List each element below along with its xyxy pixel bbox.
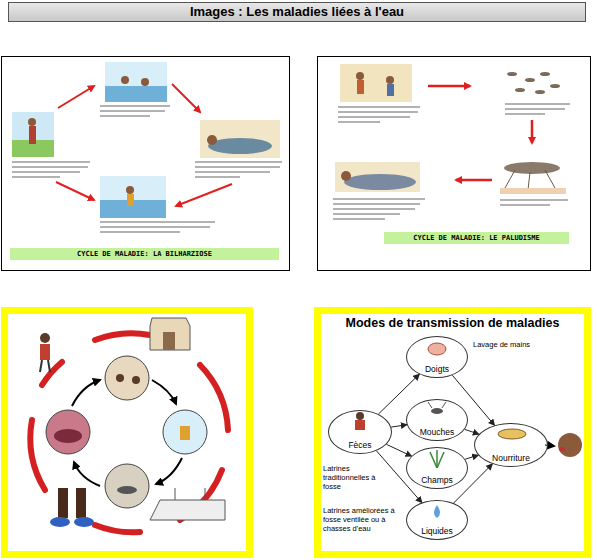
node-label: Champs bbox=[407, 475, 467, 485]
panel-title: Modes de transmission de maladies bbox=[321, 316, 584, 330]
diagram-panel: Modes de transmission de maladiesFèces Do… bbox=[314, 307, 591, 558]
transmission-arrow bbox=[465, 429, 479, 434]
vector-circle: Mouches bbox=[406, 399, 468, 441]
transmission-arrow bbox=[379, 374, 420, 414]
title-bar: Images : Les maladies liées à l'eau bbox=[8, 2, 586, 22]
transmission-arrow bbox=[391, 425, 407, 427]
caption-text: CYCLE DE MALADIE: LE PALUDISME bbox=[413, 234, 539, 242]
transmission-arrow bbox=[377, 451, 422, 503]
vector-circle: Liquides bbox=[406, 500, 468, 540]
node-label: Fèces bbox=[329, 440, 391, 450]
vector-circle: Fèces bbox=[328, 410, 392, 454]
transmission-arrow bbox=[465, 455, 478, 459]
note-label: Latrines améliorées à fosse ventilée ou … bbox=[323, 506, 403, 533]
vector-circle: Doigts bbox=[406, 336, 468, 378]
node-label: Doigts bbox=[407, 364, 467, 374]
caption-band: CYCLE DE MALADIE: LA BILHARZIOSE bbox=[10, 248, 279, 260]
note-label: Lavage de mains bbox=[473, 340, 553, 349]
node-label: Nourriture bbox=[475, 453, 547, 463]
transmission-arrow bbox=[387, 444, 412, 456]
node-label: Mouches bbox=[407, 427, 467, 437]
node-label: Liquides bbox=[407, 526, 467, 536]
caption-text: CYCLE DE MALADIE: LA BILHARZIOSE bbox=[77, 250, 212, 258]
vector-circle: Nourriture bbox=[474, 423, 548, 467]
caption-band: CYCLE DE MALADIE: LE PALUDISME bbox=[384, 232, 569, 244]
vector-circle: Champs bbox=[406, 447, 468, 489]
transmission-arrow bbox=[452, 375, 494, 425]
transmission-arrow bbox=[454, 464, 493, 503]
note-label: Latrines traditionnelles à fosse bbox=[323, 464, 377, 491]
